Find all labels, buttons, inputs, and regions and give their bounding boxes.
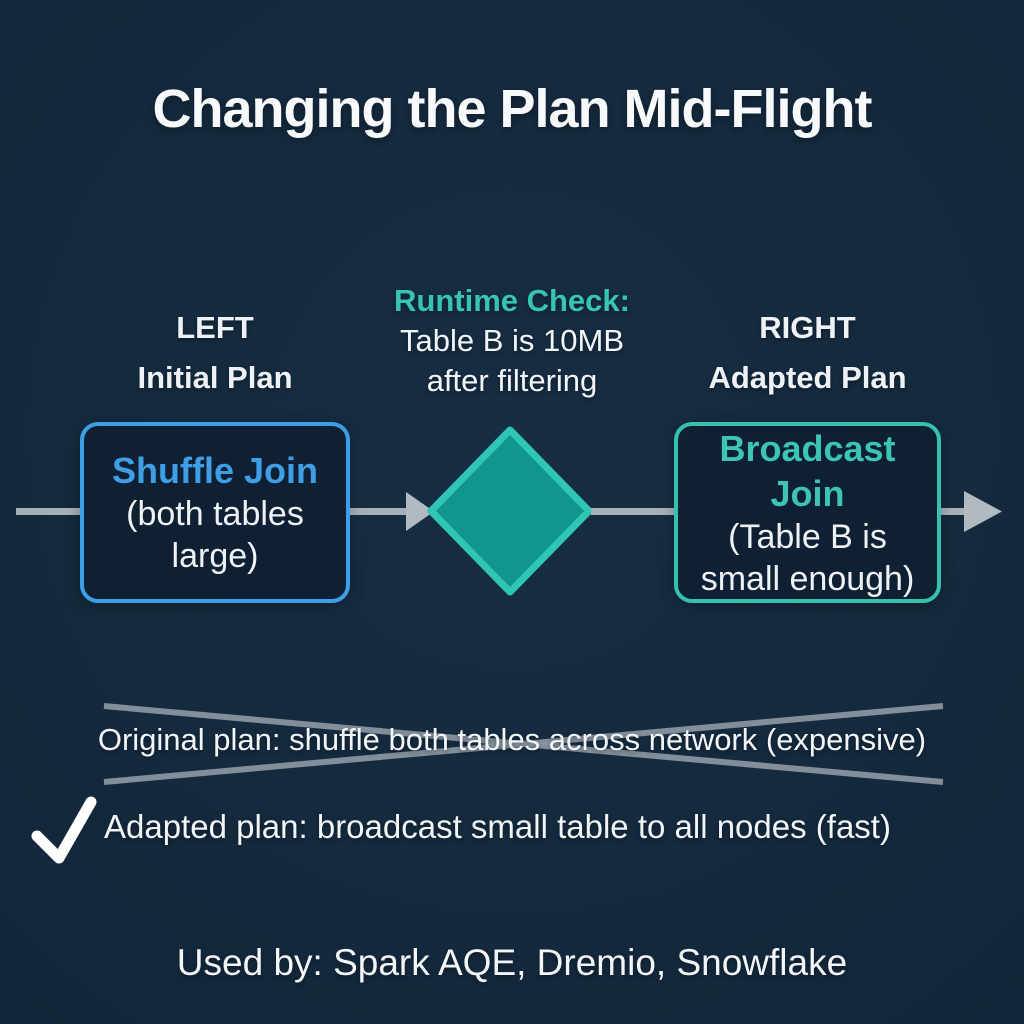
broadcast-join-body-1: (Table B is bbox=[728, 517, 887, 556]
label-left-column: LEFT Initial Plan bbox=[80, 303, 350, 403]
label-adapted-plan: Adapted Plan bbox=[708, 360, 907, 395]
runtime-check-detail-2: after filtering bbox=[426, 363, 598, 398]
cross-out-icon bbox=[103, 703, 944, 785]
shuffle-join-node: Shuffle Join (both tables large) bbox=[80, 422, 350, 603]
label-left: LEFT bbox=[176, 310, 254, 345]
arrow-right-icon bbox=[964, 491, 1002, 532]
shuffle-join-body-2: large) bbox=[171, 537, 259, 575]
flow-line bbox=[941, 508, 967, 515]
flow-line bbox=[591, 508, 676, 515]
broadcast-join-title: Broadcast Join bbox=[719, 427, 896, 514]
accepted-plan-text: Adapted plan: broadcast small table to a… bbox=[104, 808, 891, 845]
broadcast-join-body-2: small enough) bbox=[700, 559, 915, 598]
flow-line bbox=[349, 508, 407, 515]
label-initial-plan: Initial Plan bbox=[137, 360, 293, 395]
label-right: RIGHT bbox=[759, 310, 856, 345]
runtime-check-detail-1: Table B is 10MB bbox=[400, 323, 624, 358]
runtime-check-heading: Runtime Check: bbox=[394, 283, 630, 318]
shuffle-join-title: Shuffle Join bbox=[112, 450, 318, 491]
footer-text: Used by: Spark AQE, Dremio, Snowflake bbox=[176, 942, 848, 983]
label-right-column: RIGHT Adapted Plan bbox=[674, 303, 941, 403]
checkmark-icon bbox=[31, 796, 97, 864]
flow-connectors bbox=[16, 426, 1002, 596]
rejected-plan-text: Original plan: shuffle both tables acros… bbox=[97, 722, 927, 757]
arrow-right-icon bbox=[406, 492, 434, 531]
flow-line bbox=[16, 508, 82, 515]
shuffle-join-body-1: (both tables bbox=[126, 495, 304, 533]
page-title: Changing the Plan Mid-Flight bbox=[152, 79, 873, 139]
broadcast-join-node: Broadcast Join (Table B is small enough) bbox=[674, 422, 941, 603]
decision-diamond-icon bbox=[427, 426, 593, 596]
runtime-check-label: Runtime Check: Table B is 10MB after fil… bbox=[352, 281, 672, 401]
